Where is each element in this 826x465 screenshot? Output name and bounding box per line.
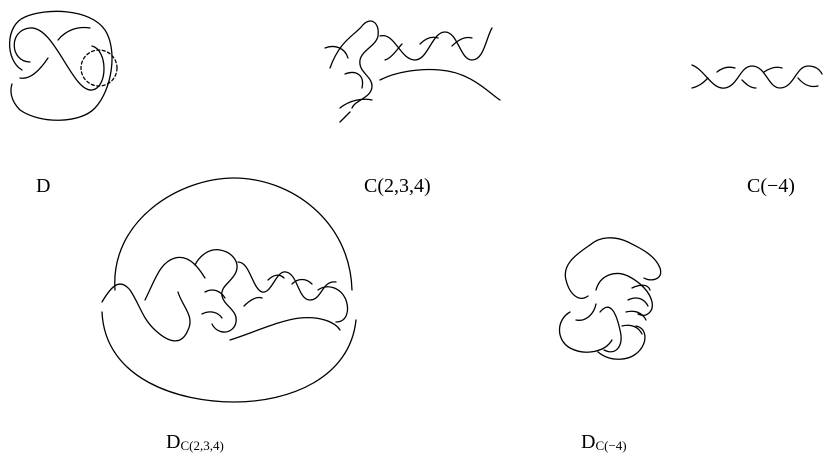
label-c-minus-4: C(−4) — [747, 175, 795, 197]
knot-d-c234 — [101, 177, 357, 403]
tangle-region-circle — [80, 49, 118, 87]
label-d-c234-subscript: C(2,3,4) — [180, 438, 224, 453]
knot-d — [9, 10, 118, 121]
label-d-c-minus-4: DC(−4) — [581, 432, 627, 452]
label-d: D — [36, 175, 51, 197]
label-d-c234: DC(2,3,4) — [166, 432, 224, 452]
label-d-c234-main: D — [166, 431, 181, 453]
tangle-c234 — [324, 20, 501, 123]
label-c234: C(2,3,4) — [364, 175, 431, 197]
label-d-c-minus-4-subscript: C(−4) — [595, 438, 627, 453]
label-d-c-minus-4-main: D — [581, 431, 596, 453]
tangle-c-minus-4 — [691, 64, 823, 89]
knot-d-c-minus-4 — [558, 237, 662, 360]
